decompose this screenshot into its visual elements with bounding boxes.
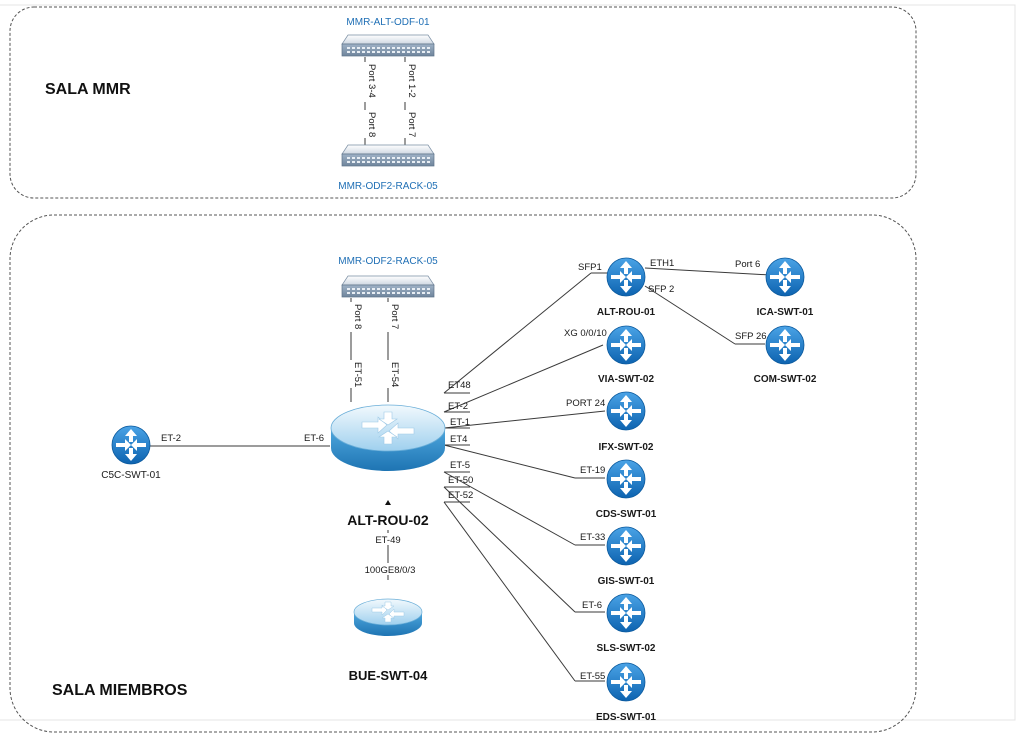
alt-port-eth1: ETH1 xyxy=(650,258,674,269)
odf-rack-mmr-label: MMR-ODF2-RACK-05 xyxy=(338,181,438,192)
sls-label: SLS-SWT-02 xyxy=(597,643,656,654)
odf-rack-miembros-label: MMR-ODF2-RACK-05 xyxy=(338,256,438,267)
core-router-icon[interactable] xyxy=(330,404,446,472)
mmr-port-right-bottom: Port 7 xyxy=(406,112,417,137)
via-label: VIA-SWT-02 xyxy=(598,374,655,385)
core-port-6: ET-52 xyxy=(448,490,473,501)
alt-port-sfp1: SFP1 xyxy=(578,262,602,273)
odf-port-right: Port 7 xyxy=(389,304,400,329)
label-bg xyxy=(363,62,375,102)
link-ifx xyxy=(443,410,606,429)
core-port-3: ET4 xyxy=(450,434,467,445)
odf-rack-mmr-patch-panel[interactable] xyxy=(341,144,435,167)
label-bg xyxy=(363,110,375,138)
ifx-router-icon[interactable] xyxy=(606,391,646,431)
ica-label: ICA-SWT-01 xyxy=(757,307,814,318)
link-sls xyxy=(443,486,576,613)
label-bg xyxy=(386,302,398,332)
bue-label: BUE-SWT-04 xyxy=(349,668,429,683)
c5c-port: ET-2 xyxy=(161,433,181,444)
core-port-et6: ET-6 xyxy=(304,433,324,444)
sls-router-icon[interactable] xyxy=(606,593,646,633)
sala-mmr-title: SALA MMR xyxy=(45,81,131,98)
link-eds xyxy=(443,501,576,682)
link-alt-rou-01 xyxy=(443,272,592,394)
ifx-port: PORT 24 xyxy=(566,398,605,409)
cds-router-icon[interactable] xyxy=(606,459,646,499)
ifx-label: IFX-SWT-02 xyxy=(598,442,653,453)
core-port-et51: ET-51 xyxy=(352,362,363,387)
link-alt-com xyxy=(644,285,736,345)
alt-rou-01-label: ALT-ROU-01 xyxy=(597,307,656,318)
ica-port: Port 6 xyxy=(735,259,760,270)
mmr-port-left-bottom: Port 8 xyxy=(366,112,377,137)
gis-router-icon[interactable] xyxy=(606,526,646,566)
ica-router-icon[interactable] xyxy=(765,257,805,297)
bue-port: 100GE8/0/3 xyxy=(365,565,416,576)
c5c-router-icon[interactable] xyxy=(111,425,151,465)
gis-label: GIS-SWT-01 xyxy=(598,576,655,587)
c5c-label: C5C-SWT-01 xyxy=(101,470,161,481)
mmr-port-left-top: Port 3-4 xyxy=(366,64,377,98)
label-bg xyxy=(386,360,398,388)
core-port-et54: ET-54 xyxy=(389,362,400,387)
alt-rou-01-router-icon[interactable] xyxy=(606,257,646,297)
via-router-icon[interactable] xyxy=(606,325,646,365)
label-bg xyxy=(403,110,415,138)
odf-alt-label: MMR-ALT-ODF-01 xyxy=(346,17,430,28)
label-bg xyxy=(362,563,416,575)
link-cds xyxy=(443,444,576,479)
eds-router-icon[interactable] xyxy=(606,662,646,702)
cds-port: ET-19 xyxy=(580,465,605,476)
sls-port: ET-6 xyxy=(582,600,602,611)
odf-alt-patch-panel[interactable] xyxy=(341,34,435,57)
gis-port: ET-33 xyxy=(580,532,605,543)
core-port-1: ET-2 xyxy=(448,401,468,412)
sala-mmr-container xyxy=(9,6,917,199)
odf-port-left: Port 8 xyxy=(352,304,363,329)
core-port-et49: ET-49 xyxy=(375,535,400,546)
link-gis xyxy=(443,471,576,546)
core-router-label: ALT-ROU-02 xyxy=(347,512,429,528)
core-router-marker xyxy=(385,500,391,505)
core-port-0: ET48 xyxy=(448,380,471,391)
core-port-4: ET-5 xyxy=(450,460,470,471)
core-port-5: ET-50 xyxy=(448,475,473,486)
com-port: SFP 26 xyxy=(735,331,767,342)
mmr-port-right-top: Port 1-2 xyxy=(406,64,417,98)
bue-switch-icon[interactable] xyxy=(353,598,423,637)
sala-miembros-container xyxy=(9,214,917,733)
link-alt-ica xyxy=(644,267,771,276)
label-bg xyxy=(372,533,406,545)
link-via xyxy=(443,344,604,413)
core-port-2: ET-1 xyxy=(450,417,470,428)
label-bg xyxy=(349,360,361,388)
page-border xyxy=(0,4,1016,721)
label-bg xyxy=(403,62,415,102)
com-router-icon[interactable] xyxy=(765,325,805,365)
com-label: COM-SWT-02 xyxy=(754,374,817,385)
eds-label: EDS-SWT-01 xyxy=(596,712,656,723)
via-port: XG 0/0/10 xyxy=(564,328,607,339)
label-bg xyxy=(349,302,361,332)
alt-port-sfp2: SFP 2 xyxy=(648,284,674,295)
sala-miembros-title: SALA MIEMBROS xyxy=(52,682,188,699)
odf-rack-miembros-patch-panel[interactable] xyxy=(341,275,435,298)
cds-label: CDS-SWT-01 xyxy=(596,509,657,520)
eds-port: ET-55 xyxy=(580,671,605,682)
